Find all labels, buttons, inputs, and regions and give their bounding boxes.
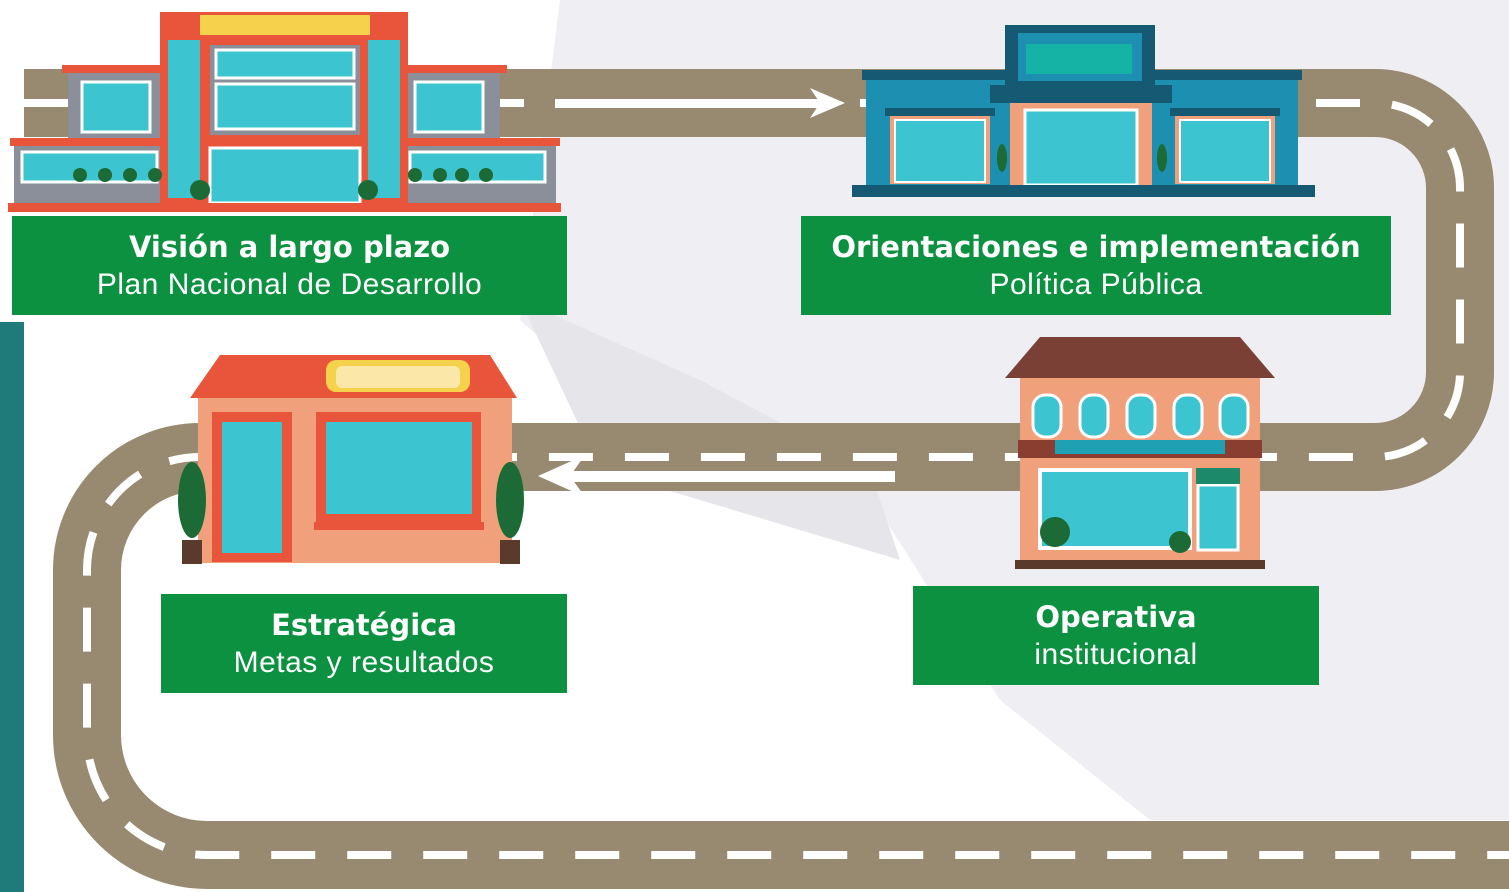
stage-subtitle: Política Pública bbox=[989, 267, 1203, 301]
stage-subtitle: Metas y resultados bbox=[233, 645, 495, 679]
arrow-left-icon bbox=[538, 455, 895, 497]
stage-subtitle: institucional bbox=[1034, 637, 1198, 671]
stage-subtitle: Plan Nacional de Desarrollo bbox=[96, 267, 483, 301]
stage-title: Operativa bbox=[1035, 599, 1197, 634]
road bbox=[24, 69, 1509, 889]
government-building-icon bbox=[8, 12, 561, 212]
stage-label-operativa: Operativa institucional bbox=[913, 586, 1319, 685]
institutional-building-icon bbox=[852, 25, 1315, 197]
arrow-right-icon bbox=[555, 88, 845, 118]
stage-label-estrategica: Estratégica Metas y resultados bbox=[161, 594, 567, 693]
stage-label-orientaciones: Orientaciones e implementación Política … bbox=[801, 216, 1391, 315]
store-building-icon bbox=[178, 355, 524, 564]
townhouse-building-icon bbox=[1005, 337, 1275, 569]
stage-title: Orientaciones e implementación bbox=[831, 229, 1361, 264]
stage-title: Visión a largo plazo bbox=[128, 229, 451, 264]
stage-title: Estratégica bbox=[271, 607, 457, 642]
accent-side-bar bbox=[0, 322, 24, 892]
stage-label-vision: Visión a largo plazo Plan Nacional de De… bbox=[12, 216, 567, 315]
